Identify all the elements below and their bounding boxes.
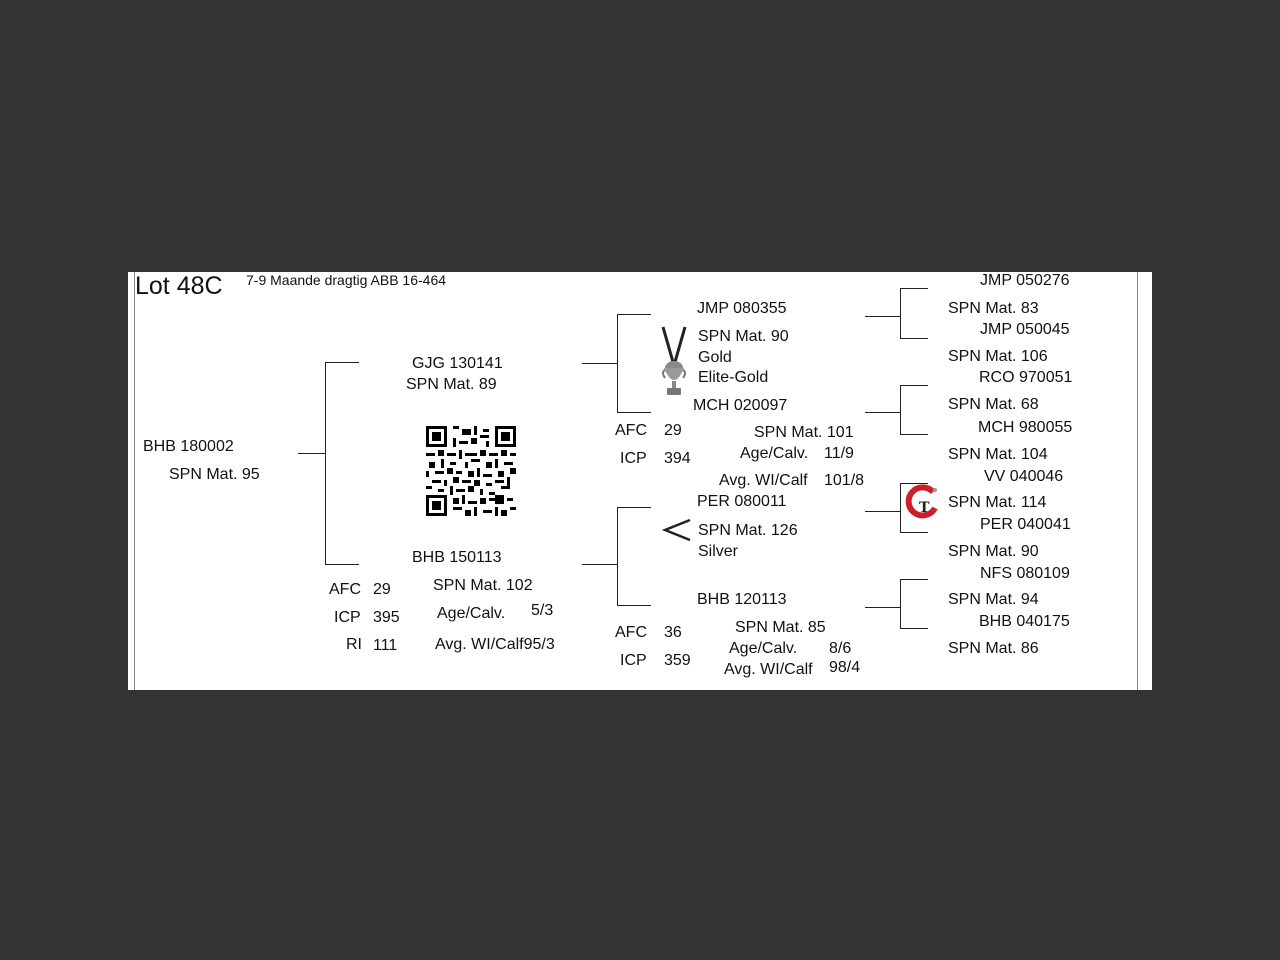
connector (325, 362, 326, 565)
connector (617, 314, 618, 412)
connector (617, 314, 651, 315)
animal-id: BHB 180002 (143, 438, 234, 455)
sire-spn: SPN Mat. 89 (406, 376, 497, 393)
ggp-dam-sire-dam-spn: SPN Mat. 90 (948, 543, 1039, 560)
sire-dam-avg-label: Avg. WI/Calf (719, 472, 808, 489)
connector (900, 628, 928, 629)
dam-icp-value: 395 (373, 609, 400, 626)
dam-dam-avg-label: Avg. WI/Calf (724, 661, 813, 678)
dam-age-label: Age/Calv. (437, 605, 506, 622)
connector (900, 579, 901, 628)
ggp-dam-sire-sire-spn: SPN Mat. 114 (948, 494, 1047, 511)
ggp-sire-sire-dam-spn: SPN Mat. 106 (948, 348, 1048, 365)
svg-text:T: T (919, 500, 930, 516)
animal-spn: SPN Mat. 95 (169, 466, 260, 483)
dam-sire-spn: SPN Mat. 126 (698, 522, 798, 539)
connector (900, 434, 928, 435)
sire-dam-age-label: Age/Calv. (740, 445, 809, 462)
sire-dam-id: MCH 020097 (693, 397, 788, 414)
sire-dam-afc-label: AFC (615, 422, 647, 439)
dam-dam-age-value: 8/6 (829, 640, 852, 657)
connector (900, 288, 928, 289)
ggp-dam-dam-sire-spn: SPN Mat. 94 (948, 591, 1039, 608)
sire-sire-id: JMP 080355 (697, 300, 787, 317)
dam-dam-icp-label: ICP (620, 652, 647, 669)
connector (900, 579, 928, 580)
dam-spn: SPN Mat. 102 (433, 577, 533, 594)
sire-id: GJG 130141 (412, 355, 503, 372)
sire-dam-age-value: 11/9 (824, 445, 854, 462)
sire-dam-icp-label: ICP (620, 450, 647, 467)
dam-dam-spn: SPN Mat. 85 (735, 619, 826, 636)
sire-dam-icp-value: 394 (664, 450, 691, 467)
ggp-dam-sire-dam-id: PER 040041 (980, 516, 1071, 533)
ggp-sire-sire-sire-id: JMP 050276 (980, 272, 1070, 289)
dam-icp-label: ICP (334, 609, 361, 626)
ggp-sire-dam-dam-id: MCH 980055 (978, 419, 1073, 436)
lot-title: Lot 48C (135, 272, 223, 300)
dam-id: BHB 150113 (412, 549, 502, 566)
ggp-dam-dam-dam-spn: SPN Mat. 86 (948, 640, 1039, 657)
card-left-edge (128, 272, 135, 690)
card-right-edge (1137, 272, 1152, 690)
connector (298, 453, 325, 454)
connector (617, 412, 651, 413)
connector (865, 316, 900, 317)
pedigree-card: Lot 48C 7-9 Maande dragtig ABB 16-464 BH… (128, 272, 1152, 690)
connector (582, 363, 617, 364)
connector (617, 507, 651, 508)
sire-dam-afc-value: 29 (664, 422, 682, 439)
connector (900, 483, 928, 484)
dam-dam-afc-label: AFC (615, 624, 647, 641)
connector (582, 564, 617, 565)
connector (900, 532, 928, 533)
qr-code-icon (426, 426, 516, 516)
dam-ri-value: 111 (373, 637, 398, 654)
dam-sire-award-silver: Silver (698, 543, 739, 560)
connector (900, 483, 901, 532)
connector (900, 288, 901, 338)
connector (617, 507, 618, 605)
chevron-left-icon (662, 518, 691, 542)
ggp-dam-sire-sire-id: VV 040046 (984, 468, 1064, 485)
sire-sire-spn: SPN Mat. 90 (698, 328, 789, 345)
dam-dam-id: BHB 120113 (697, 591, 787, 608)
sire-sire-award-gold: Gold (698, 349, 732, 366)
ggp-dam-dam-sire-id: NFS 080109 (980, 565, 1070, 582)
connector (865, 511, 900, 512)
ggp-sire-sire-sire-spn: SPN Mat. 83 (948, 300, 1039, 317)
connector (900, 385, 928, 386)
gt-logo-icon: T (905, 484, 938, 519)
ggp-sire-dam-sire-spn: SPN Mat. 68 (948, 396, 1039, 413)
sire-dam-avg-value: 101/8 (824, 472, 865, 489)
ggp-sire-dam-sire-id: RCO 970051 (979, 369, 1073, 386)
connector (325, 564, 359, 565)
connector (865, 607, 900, 608)
trophy-icon (661, 326, 687, 395)
dam-dam-avg-value: 98/4 (829, 659, 861, 676)
ggp-sire-dam-dam-spn: SPN Mat. 104 (948, 446, 1048, 463)
connector (900, 338, 928, 339)
connector (325, 362, 359, 363)
dam-afc-value: 29 (373, 581, 391, 598)
dam-sire-id: PER 080011 (697, 493, 787, 510)
sire-dam-spn: SPN Mat. 101 (754, 424, 854, 441)
connector (865, 412, 900, 413)
dam-dam-afc-value: 36 (664, 624, 682, 641)
ggp-dam-dam-dam-id: BHB 040175 (979, 613, 1070, 630)
connector (617, 605, 651, 606)
dam-afc-label: AFC (329, 581, 361, 598)
dam-dam-age-label: Age/Calv. (729, 640, 798, 657)
dam-dam-icp-value: 359 (664, 652, 691, 669)
ggp-sire-sire-dam-id: JMP 050045 (980, 321, 1070, 338)
dam-ri-label: RI (346, 636, 362, 653)
lot-subtitle: 7-9 Maande dragtig ABB 16-464 (246, 272, 447, 288)
dam-age-value: 5/3 (531, 602, 554, 619)
dam-avg: Avg. WI/Calf95/3 (435, 636, 555, 653)
connector (900, 385, 901, 434)
sire-sire-award-elite: Elite-Gold (698, 369, 769, 386)
